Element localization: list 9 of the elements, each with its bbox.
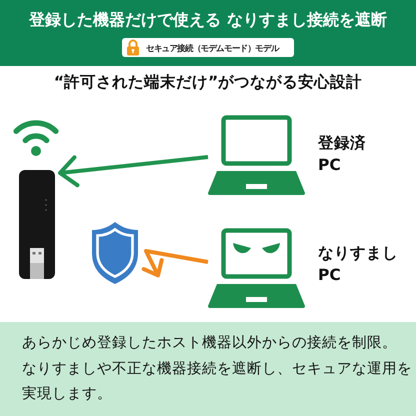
description-text: あらかじめ登録したホスト機器以外からの接続を制限。 <box>22 334 398 353</box>
arrow <box>142 249 208 278</box>
description-text: なりすましや不正な機器接続を遮断し、セキュアな運用を実現します。 <box>22 360 413 404</box>
device-label: 登録済PC <box>318 133 367 176</box>
model-label: セキュア接続（モデムモード）モデル <box>146 42 279 54</box>
heading: 登録した機器だけで使える なりすまし接続を遮断 <box>28 10 388 30</box>
subheading: “許可された端末だけ”がつながる安心設計 <box>52 72 364 92</box>
arrow <box>58 155 208 188</box>
device-label: なりすましPC <box>318 243 399 286</box>
